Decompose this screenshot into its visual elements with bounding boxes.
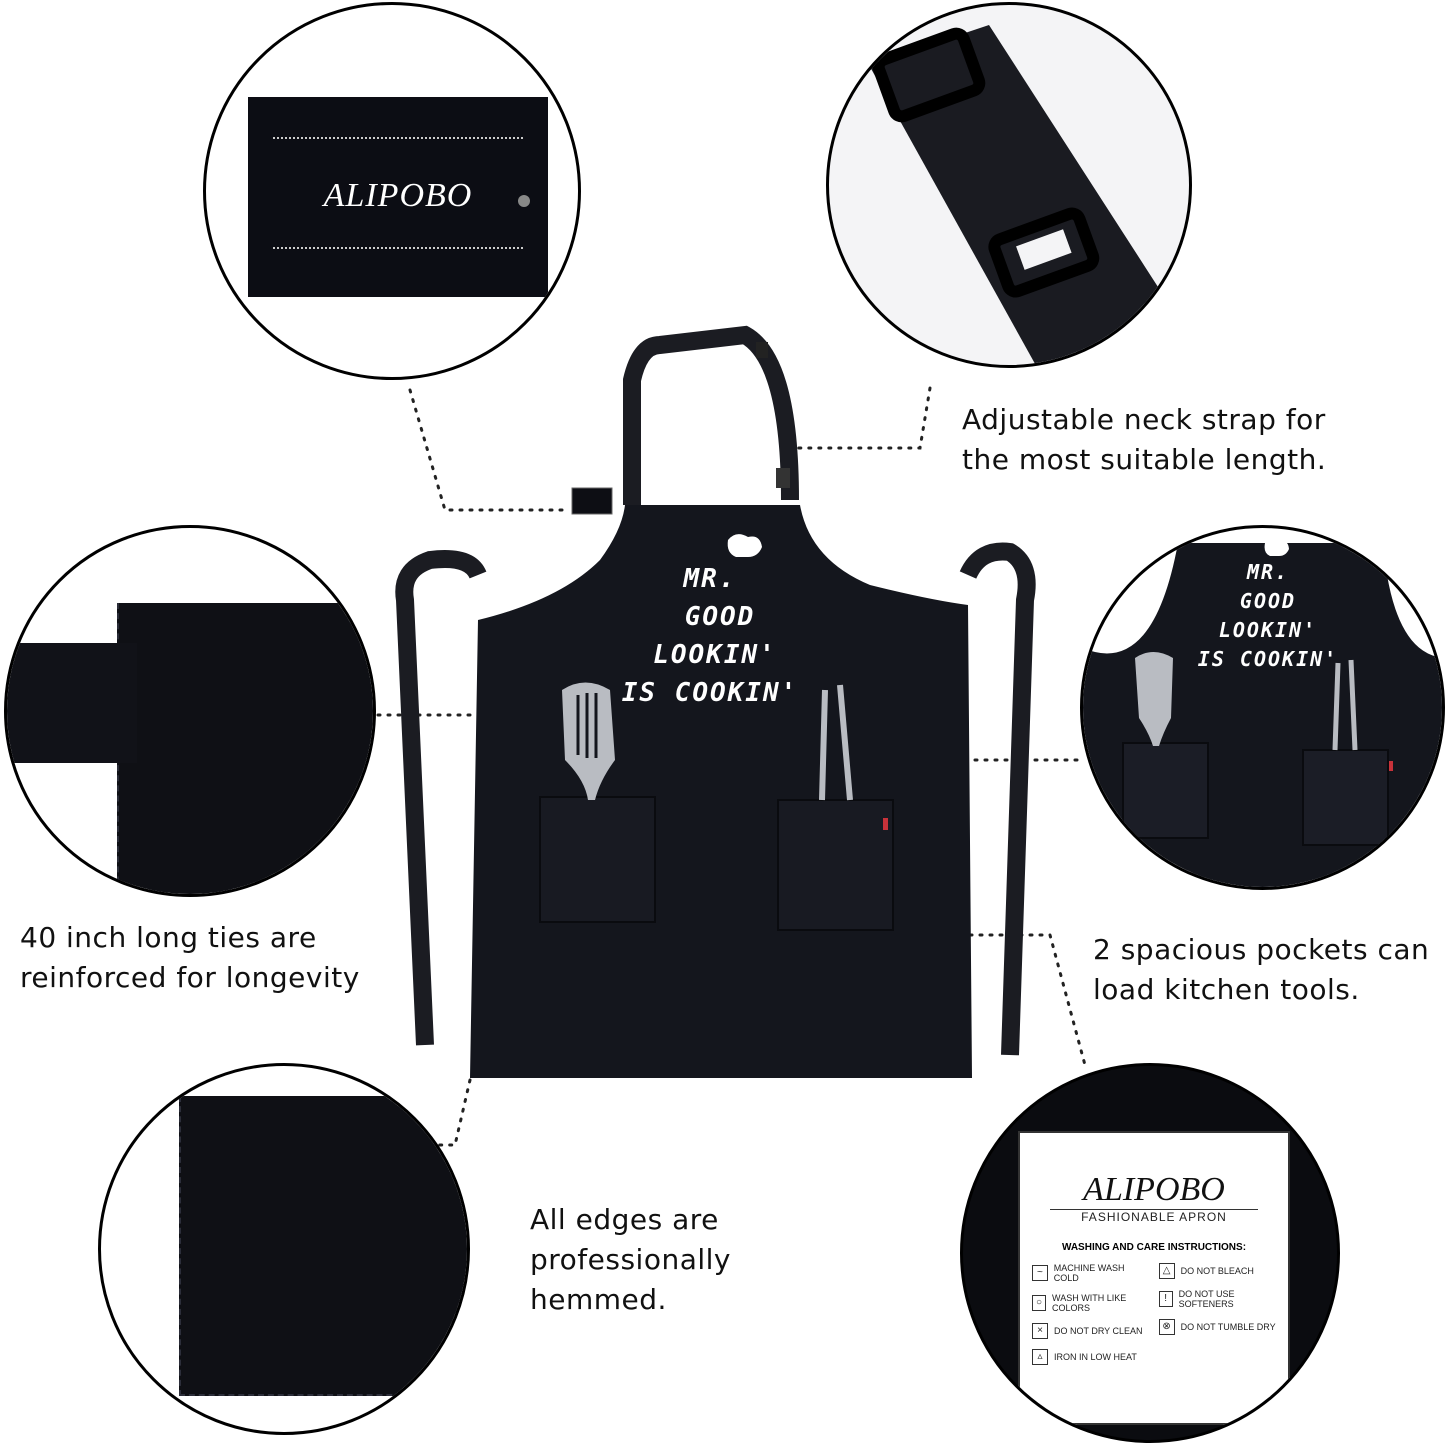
care-item: !DO NOT USE SOFTENERS	[1158, 1289, 1276, 1309]
tie-strap	[7, 643, 137, 763]
neck-strap-detail	[826, 2, 1192, 368]
neck-strap-line-1: Adjustable neck strap for	[962, 403, 1326, 436]
edges-line-2: professionally	[530, 1243, 732, 1276]
pockets-line-2: load kitchen tools.	[1093, 973, 1360, 1006]
pockets-caption: 2 spacious pockets can load kitchen tool…	[1093, 930, 1429, 1010]
pockets-line-1: 2 spacious pockets can	[1093, 933, 1430, 966]
strap-buckle	[869, 25, 1189, 365]
wash-icon: ~	[1032, 1265, 1048, 1281]
care-instructions: ~MACHINE WASH COLD ○WASH WITH LIKE COLOR…	[1020, 1263, 1288, 1375]
care-label-heading: WASHING AND CARE INSTRUCTIONS:	[1061, 1242, 1247, 1253]
brand-tag: ALIPOBO	[248, 97, 548, 297]
pockets-detail: MR. GOOD LOOKIN' IS COOKIN'	[1080, 525, 1445, 890]
pockets2-connector	[968, 933, 1087, 1067]
care-label: ALIPOBO FASHIONABLE APRON WASHING AND CA…	[1018, 1131, 1290, 1425]
pockets-print-line-4: IS COOKIN'	[1197, 647, 1339, 671]
strap-connector	[793, 386, 932, 450]
pockets-print-line-1: MR.	[1246, 560, 1290, 584]
print-line-3: LOOKIN'	[653, 640, 777, 670]
no-dry-clean-icon: ×	[1032, 1323, 1048, 1339]
care-item: ○WASH WITH LIKE COLORS	[1032, 1293, 1151, 1313]
print-line-4: IS COOKIN'	[621, 678, 799, 708]
ornament-top	[273, 137, 523, 141]
no-tumble-dry-icon: ⊗	[1158, 1319, 1175, 1335]
edges-line-1: All edges are	[530, 1203, 719, 1236]
brand-tag-detail: ALIPOBO	[203, 2, 581, 380]
wash-colors-icon: ○	[1032, 1295, 1047, 1311]
care-item: △DO NOT BLEACH	[1158, 1263, 1276, 1279]
print-line-2: GOOD	[684, 602, 756, 632]
care-item: ~MACHINE WASH COLD	[1032, 1263, 1151, 1283]
tag-grommet	[518, 195, 530, 207]
edges-line-3: hemmed.	[530, 1283, 667, 1316]
care-label-detail: ALIPOBO FASHIONABLE APRON WASHING AND CA…	[960, 1063, 1340, 1443]
ornament-bottom	[273, 247, 523, 251]
brand-tag-logo: ALIPOBO	[323, 177, 473, 214]
care-right-column: △DO NOT BLEACH !DO NOT USE SOFTENERS ⊗DO…	[1158, 1263, 1276, 1375]
pockets-print-text: MR. GOOD LOOKIN' IS COOKIN'	[1173, 558, 1363, 674]
tag-connector	[408, 388, 572, 512]
apron-print-text: MR. GOOD LOOKIN' IS COOKIN'	[610, 560, 830, 712]
hem-detail	[98, 1063, 470, 1435]
pockets-print-line-3: LOOKIN'	[1218, 618, 1318, 642]
no-bleach-icon: △	[1158, 1263, 1175, 1279]
iron-icon: ▵	[1032, 1349, 1048, 1365]
care-label-brand: ALIPOBO	[1083, 1171, 1225, 1208]
pockets-closeup	[1083, 538, 1442, 887]
ties-caption: 40 inch long ties are reinforced for lon…	[20, 918, 360, 998]
care-item: ⊗DO NOT TUMBLE DRY	[1158, 1319, 1276, 1335]
hem-fabric	[179, 1096, 467, 1396]
ties-line-1: 40 inch long ties are	[20, 921, 317, 954]
neck-strap-line-2: the most suitable length.	[962, 443, 1327, 476]
fabric-panel	[117, 603, 373, 894]
care-label-subtitle: FASHIONABLE APRON	[1050, 1209, 1258, 1224]
print-line-1: MR.	[683, 564, 737, 594]
edges-caption: All edges are professionally hemmed.	[530, 1200, 731, 1320]
pockets-print-line-2: GOOD	[1239, 589, 1297, 613]
care-item: ▵IRON IN LOW HEAT	[1032, 1349, 1151, 1365]
care-item: ×DO NOT DRY CLEAN	[1032, 1323, 1151, 1339]
ties-line-2: reinforced for longevity	[20, 961, 360, 994]
neck-strap-caption: Adjustable neck strap for the most suita…	[962, 400, 1326, 480]
care-left-column: ~MACHINE WASH COLD ○WASH WITH LIKE COLOR…	[1032, 1263, 1151, 1375]
no-softeners-icon: !	[1158, 1291, 1173, 1307]
ties-detail	[4, 525, 376, 897]
